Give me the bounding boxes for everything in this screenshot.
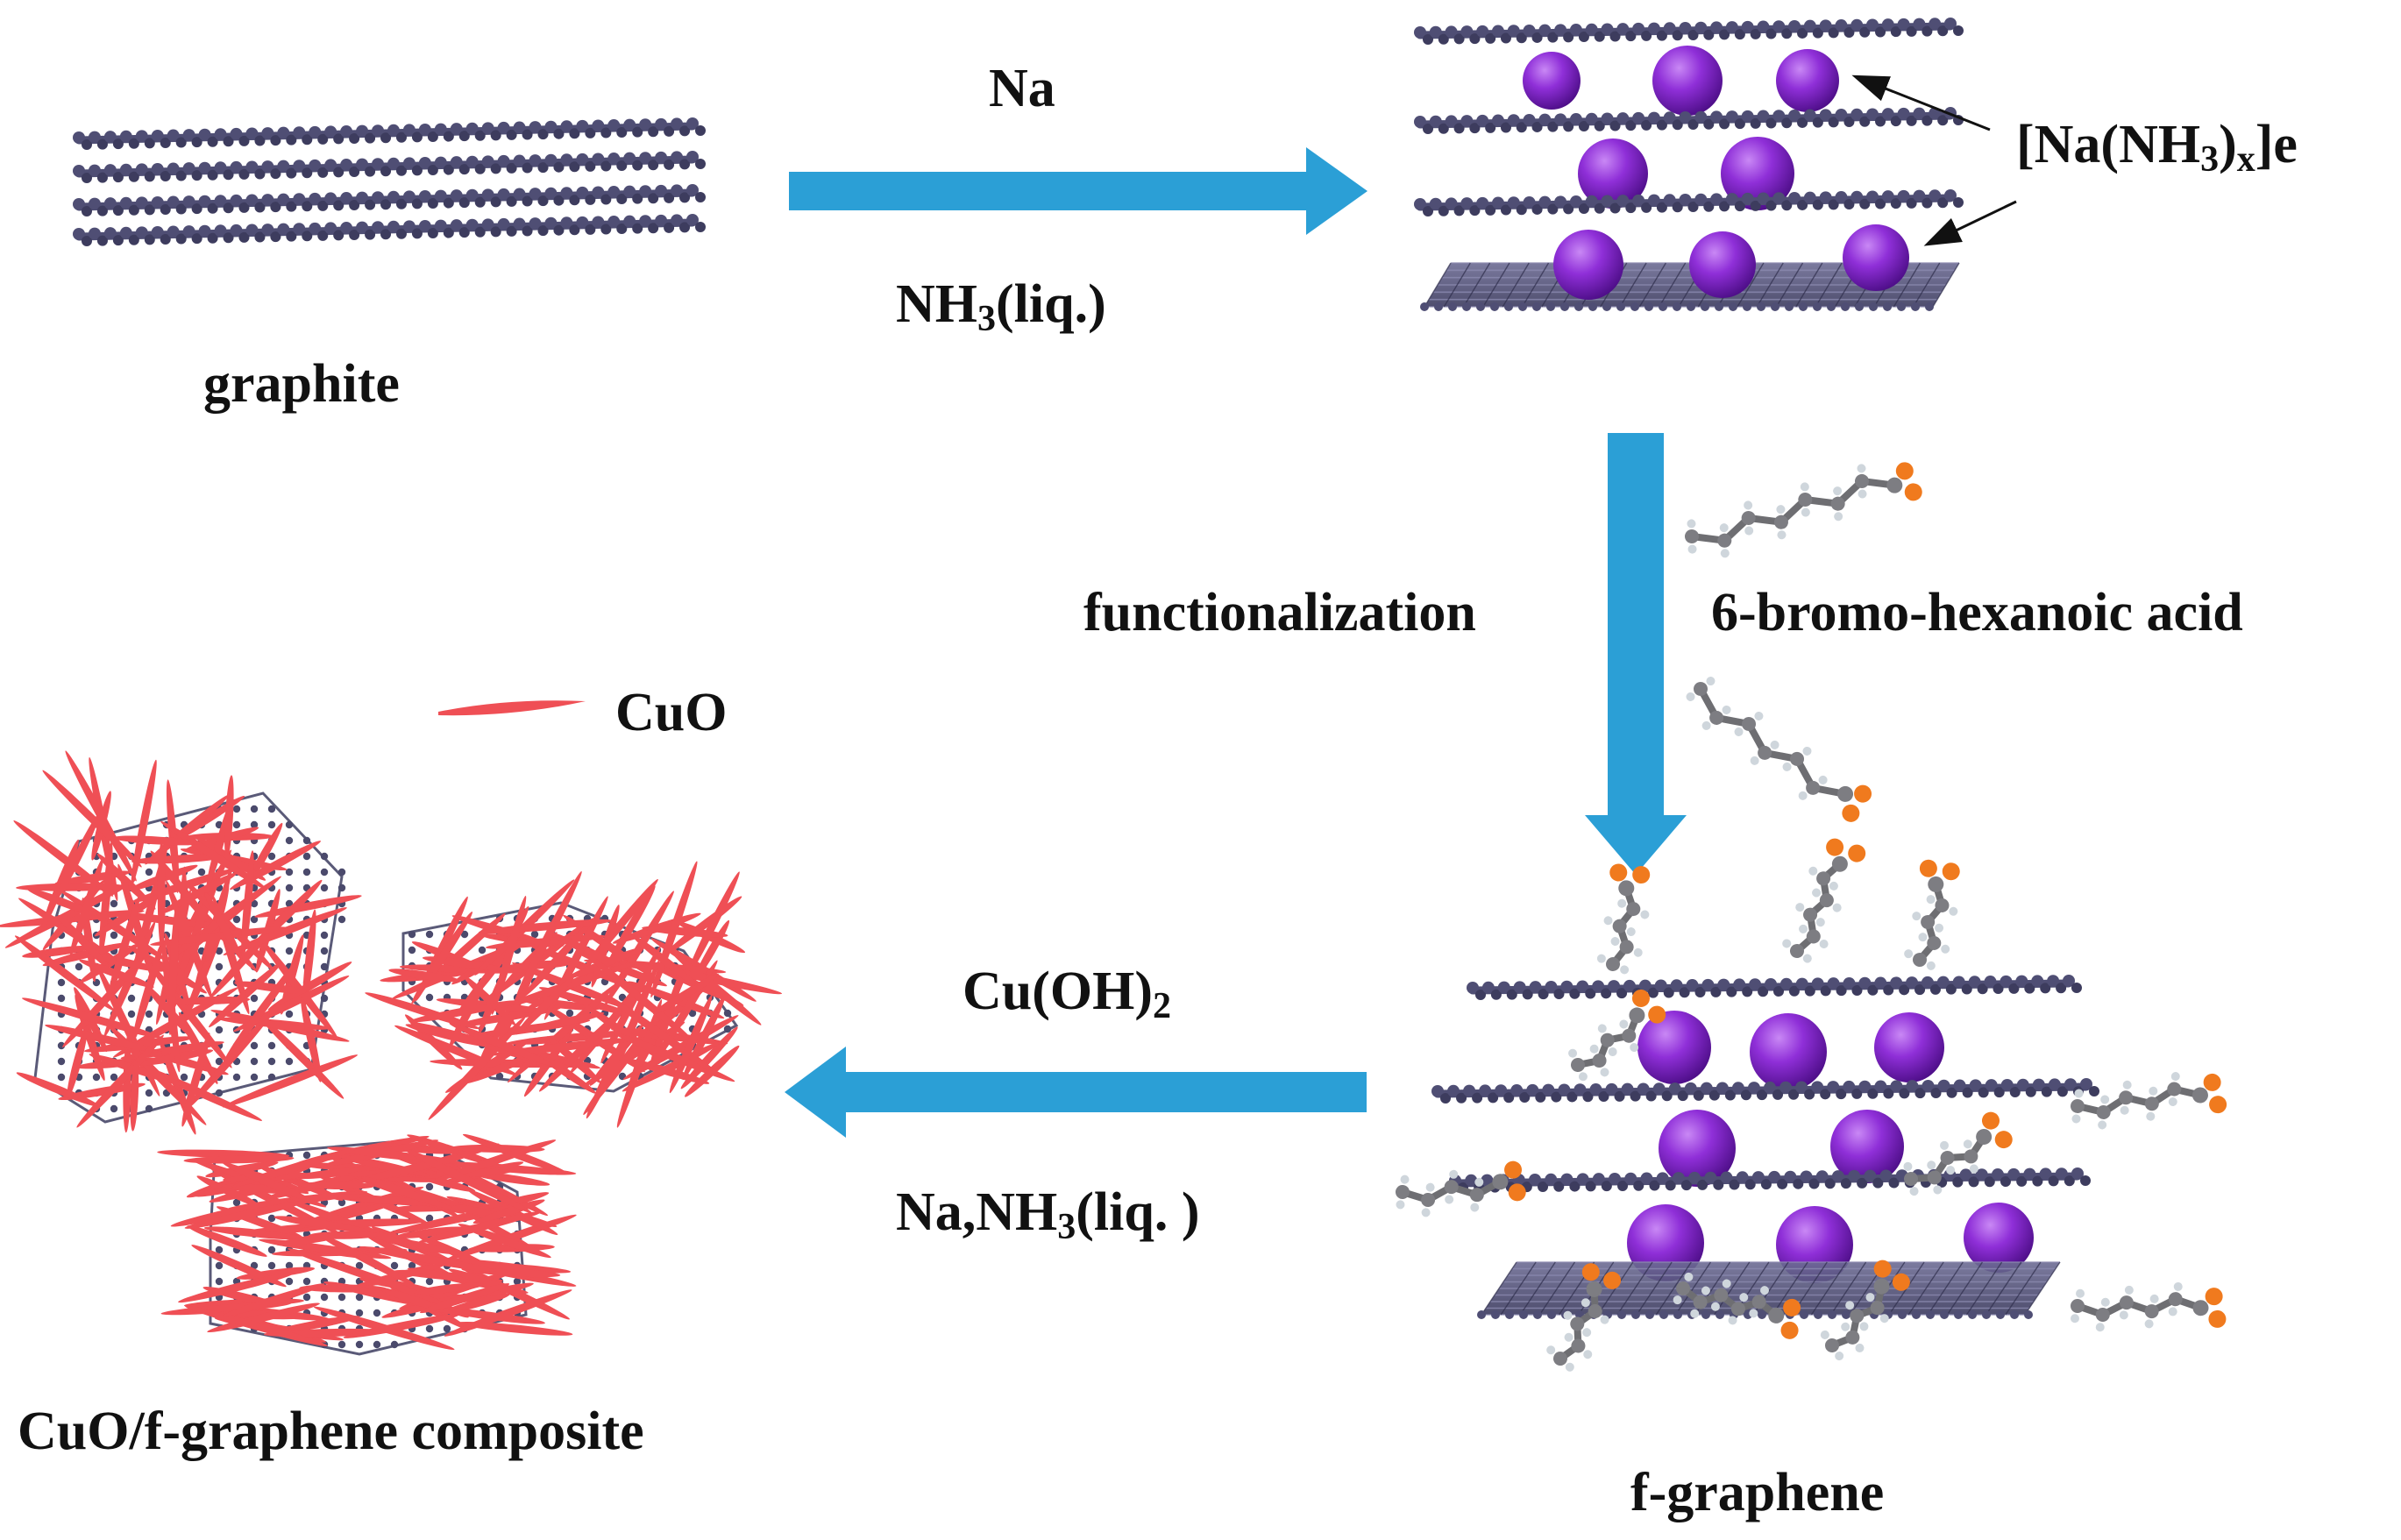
hexanoic-chain <box>1596 863 1651 975</box>
sodium-ion <box>1553 230 1623 300</box>
graphite-layer-4 <box>73 214 706 246</box>
hexanoic-chain <box>1904 859 1960 970</box>
sodium-ammonia-complex-label: [Na(NH3)x]e <box>2016 115 2298 180</box>
composite-flake-right <box>365 861 783 1128</box>
hexanoic-chain <box>1685 462 1922 558</box>
sodium-ion <box>1830 1110 1904 1183</box>
composite-flake-bottom <box>157 1133 577 1356</box>
graphite-stack <box>73 117 706 246</box>
sodium-ion <box>1578 138 1648 209</box>
bromo-hexanoic-acid-label: 6-bromo-hexanoic acid <box>1711 583 2243 642</box>
sodium-ion <box>1659 1110 1736 1187</box>
sodium-ammonia-condition-label: Na,NH3(liq. ) <box>896 1182 1200 1247</box>
composite-label: CuO/f-graphene composite <box>18 1402 644 1461</box>
sodium-ion <box>1523 52 1581 110</box>
intercalated-layer-2 <box>1414 107 1964 134</box>
hexanoic-chain <box>1903 1111 2013 1196</box>
sodium-ion <box>1721 137 1794 210</box>
copper-hydroxide-label: Cu(OH)2 <box>963 962 1171 1026</box>
hexanoic-chain <box>1686 677 1872 822</box>
composite-flake-left <box>0 750 362 1135</box>
hexanoic-chain <box>1546 1263 1622 1372</box>
sodium-ion <box>1652 46 1723 116</box>
hexanoic-chain <box>1396 1160 1526 1217</box>
sodium-ion <box>1637 1011 1711 1084</box>
sodium-ion <box>1874 1012 1944 1082</box>
graphite-layer-1 <box>73 117 706 150</box>
cuo-legend-swatch <box>438 700 586 716</box>
graphite-layer-3 <box>73 184 706 216</box>
complex-pointer-arrows <box>1851 75 2017 246</box>
graphite-label: graphite <box>203 354 400 414</box>
hexanoic-chain <box>1568 989 1666 1082</box>
hexanoic-chain <box>1820 1260 1910 1361</box>
bromo-hexanoic-acid-molecules <box>1685 462 1922 822</box>
hexanoic-chain <box>1673 1272 1801 1339</box>
intercalated-graphite <box>1414 18 1964 311</box>
arrow-sodium-ammonia <box>789 147 1367 235</box>
intercalated-layer-1 <box>1414 18 1964 45</box>
ammonia-condition-label: NH3(liq.) <box>896 274 1106 339</box>
f-graphene-layer-1 <box>1467 975 2082 1000</box>
arrow-copper-hydroxide <box>785 1047 1367 1138</box>
arrow-functionalization <box>1585 433 1687 875</box>
hexanoic-chain <box>2070 1281 2227 1332</box>
sodium-reagent-label: Na <box>989 59 1055 118</box>
f-graphene-layer-3 <box>1449 1167 2091 1193</box>
functionalization-label: functionalization <box>1083 583 1476 642</box>
f-graphene-stack <box>1396 838 2227 1372</box>
graphite-layer-2 <box>73 151 706 183</box>
cuo-legend-label: CuO <box>615 683 728 742</box>
sodium-ion <box>1689 231 1756 298</box>
sodium-ion <box>1750 1013 1827 1090</box>
hexanoic-chain <box>1782 838 1866 963</box>
hexanoic-chain <box>2071 1072 2227 1130</box>
sodium-ion <box>1843 224 1909 291</box>
f-graphene-label: f-graphene <box>1630 1463 1885 1522</box>
sodium-ion <box>1964 1203 2034 1273</box>
sodium-ion <box>1776 49 1839 112</box>
intercalated-layer-3 <box>1414 189 1964 216</box>
f-graphene-layer-2 <box>1431 1078 2099 1104</box>
composite-flakes <box>0 750 783 1356</box>
